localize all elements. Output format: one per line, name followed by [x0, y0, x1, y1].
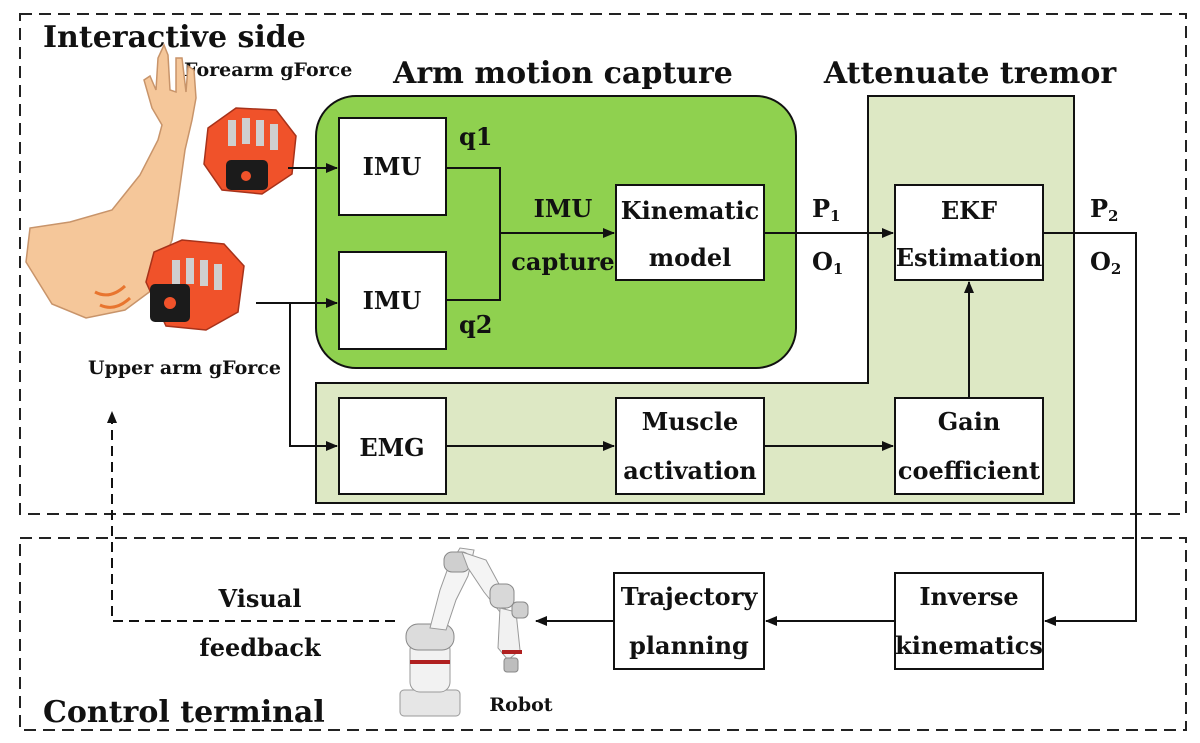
muscle-activation-block: Muscle activation — [615, 397, 765, 495]
interactive-side-label: Interactive side — [43, 20, 306, 55]
svg-text:EKF: EKF — [941, 196, 997, 225]
gain-coefficient-block: Gain coefficient — [894, 397, 1044, 495]
inverse-kinematics-block: Inverse kinematics — [894, 572, 1044, 670]
imu-block-bottom: IMU — [338, 251, 447, 350]
connectors — [107, 163, 1137, 626]
o2-label: O2 — [1090, 247, 1121, 278]
svg-text:Trajectory: Trajectory — [621, 582, 759, 611]
svg-text:model: model — [649, 243, 732, 272]
robot-arm-illustration — [399, 547, 529, 717]
trajectory-planning-block: Trajectory planning — [613, 572, 765, 670]
control-terminal-label: Control terminal — [43, 695, 325, 730]
visual-feedback-line1: Visual — [218, 584, 302, 613]
imu-capture-label-line2: capture — [511, 247, 614, 276]
svg-text:Inverse: Inverse — [919, 582, 1018, 611]
emg-block: EMG — [338, 397, 447, 495]
svg-text:coefficient: coefficient — [898, 456, 1040, 485]
svg-text:Muscle: Muscle — [642, 407, 739, 436]
svg-text:IMU: IMU — [363, 286, 422, 315]
svg-text:Kinematic: Kinematic — [621, 196, 759, 225]
attenuate-tremor-region — [315, 95, 1075, 504]
svg-text:Gain: Gain — [938, 407, 1001, 436]
forearm-gforce-band — [203, 107, 297, 195]
svg-text:Estimation: Estimation — [896, 243, 1043, 272]
svg-text:kinematics: kinematics — [895, 631, 1043, 660]
forearm-gforce-label: Forearm gForce — [184, 59, 352, 81]
p1-label: P1 — [812, 194, 840, 225]
svg-text:activation: activation — [623, 456, 757, 485]
kinematic-model-block: Kinematic model — [615, 184, 765, 281]
o1-label: O1 — [812, 247, 843, 278]
attenuate-tremor-title: Attenuate tremor — [823, 56, 1118, 91]
imu-block-top: IMU — [338, 117, 447, 216]
visual-feedback-line2: feedback — [199, 633, 322, 662]
ekf-estimation-block: EKF Estimation — [894, 184, 1044, 281]
upper-arm-gforce-band — [145, 239, 245, 331]
q2-label: q2 — [459, 310, 492, 339]
arm-motion-capture-title: Arm motion capture — [392, 56, 733, 91]
interactive-side-frame — [19, 13, 1187, 515]
p2-label: P2 — [1090, 194, 1118, 225]
arm-illustration — [25, 43, 197, 319]
upper-arm-gforce-label: Upper arm gForce — [88, 357, 281, 379]
q1-label: q1 — [459, 122, 492, 151]
svg-text:IMU: IMU — [363, 152, 422, 181]
svg-text:EMG: EMG — [359, 433, 424, 462]
svg-text:planning: planning — [629, 631, 749, 660]
imu-capture-label-line1: IMU — [534, 194, 593, 223]
robot-label: Robot — [489, 694, 552, 716]
control-terminal-frame — [19, 537, 1187, 731]
